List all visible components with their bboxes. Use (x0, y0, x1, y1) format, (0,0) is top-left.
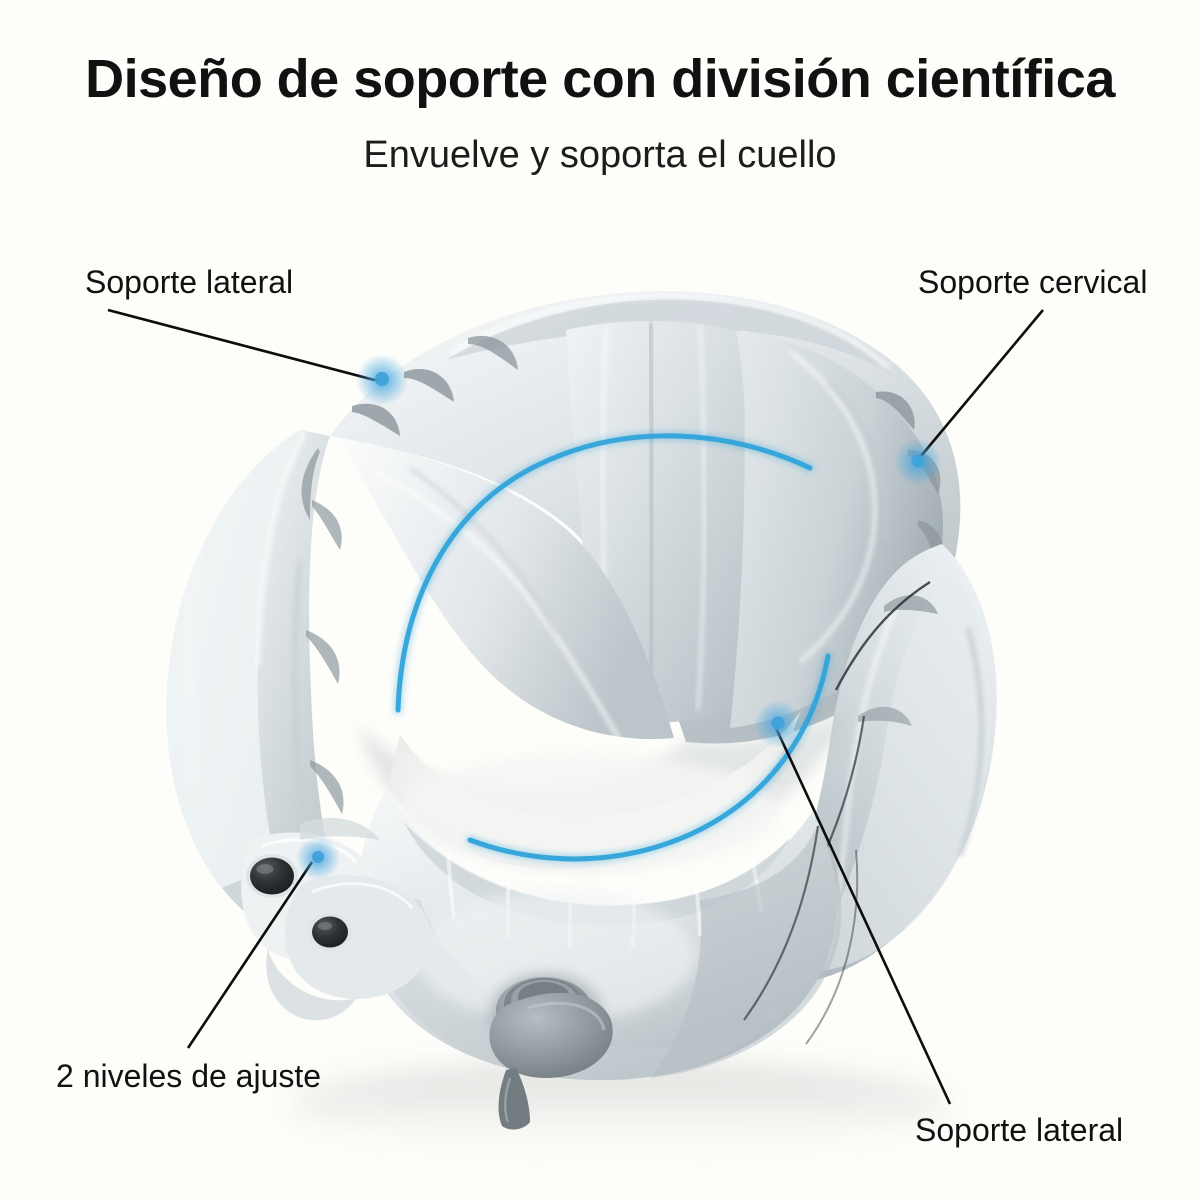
snap-button-level-1 (246, 854, 298, 898)
callout-label-soporte-lateral-top: Soporte lateral (85, 264, 294, 300)
leader-line-soporte-cervical (915, 309, 1044, 463)
support-contour-arcs (393, 431, 833, 864)
snap-button-level-2 (308, 913, 352, 951)
product-shadow (290, 1061, 950, 1149)
upper-contour-arc-core (395, 433, 813, 713)
pillow-front-lobe (357, 790, 859, 1081)
page-subtitle: Envuelve y soporta el cuello (363, 134, 837, 176)
callout-label-soporte-cervical: Soporte cervical (918, 264, 1148, 300)
callout-leader-lines (107, 308, 1044, 1105)
page-title: Diseño de soporte con división científic… (85, 49, 1115, 109)
inflation-valve (489, 974, 613, 1130)
callout-hotspots (296, 354, 942, 880)
callout-label-niveles-ajuste: 2 niveles de ajuste (56, 1058, 322, 1094)
adjustment-strap (241, 817, 432, 1021)
leader-line-soporte-lateral-top (107, 308, 383, 384)
callout-label-soporte-lateral-bottom: Soporte lateral (915, 1112, 1124, 1148)
leader-line-soporte-lateral-bot (774, 727, 952, 1105)
lower-contour-arc-core (467, 653, 831, 862)
leader-line-niveles-ajuste (186, 861, 314, 1049)
